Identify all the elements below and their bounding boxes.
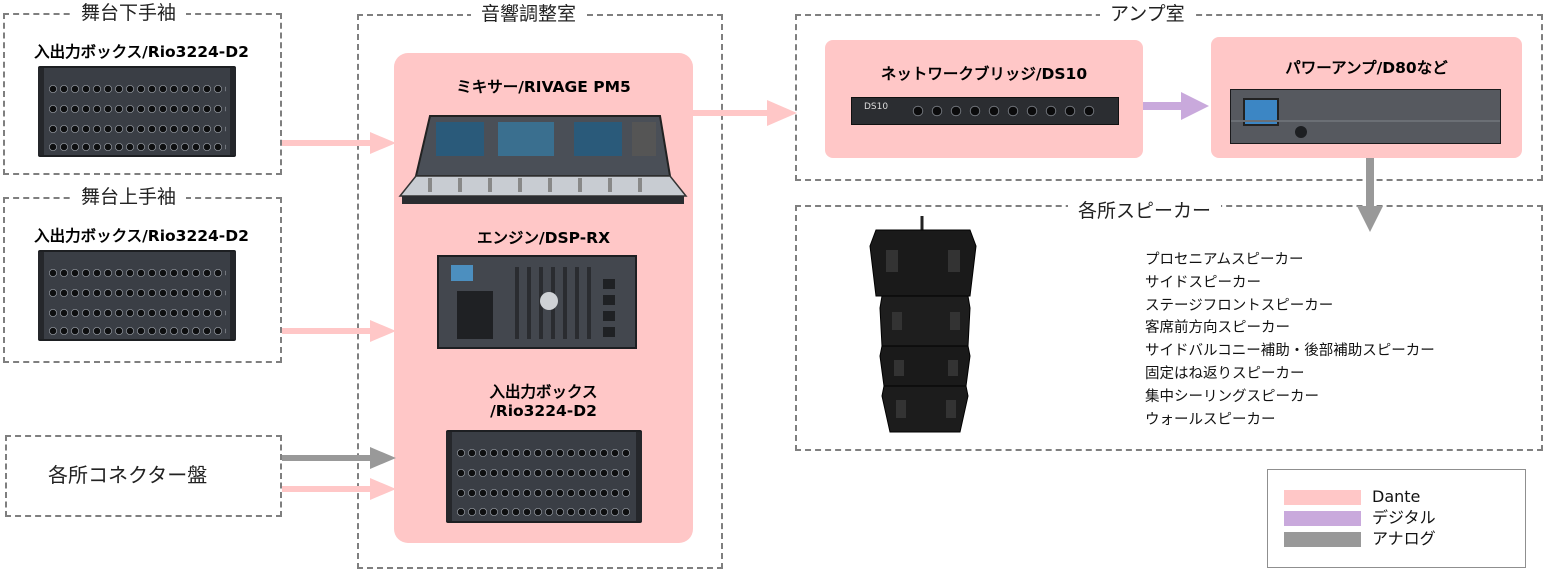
speaker-item: 客席前方向スピーカー [1145, 320, 1290, 337]
arrow-bridge-to-amp [1143, 92, 1209, 120]
upstage-io-caption: 入出力ボックス/Rio3224-D2 [34, 227, 249, 245]
speaker-item: ウォールスピーカー [1145, 411, 1276, 428]
engine-caption: エンジン/DSP-RX [476, 229, 611, 247]
speaker-item: 固定はね返りスピーカー [1145, 365, 1305, 382]
legend-label-dante: Dante [1372, 487, 1421, 506]
arrow-control-to-amp-room [693, 100, 797, 126]
speaker-item: サイドバルコニー補助・後部補助スピーカー [1145, 343, 1435, 360]
d80-amp-image [1230, 89, 1501, 144]
legend-label-analog: アナログ [1372, 529, 1436, 548]
center-rio-image [446, 430, 642, 523]
speakers-title: 各所スピーカー [1068, 200, 1222, 222]
downstage-wing-title: 舞台下手袖 [71, 2, 187, 24]
mixer-caption: ミキサー/RIVAGE PM5 [456, 78, 631, 96]
amp-caption: パワーアンプ/D80など [1285, 59, 1448, 77]
connector-panel-box [5, 435, 282, 517]
speaker-item: ステージフロントスピーカー [1145, 297, 1334, 314]
arrow-downstage-to-control [282, 132, 396, 154]
speaker-item: プロセニアムスピーカー [1145, 252, 1304, 268]
legend-swatch-dante [1284, 490, 1361, 505]
ds10-model-label: DS10 [864, 102, 889, 112]
arrow-amp-to-speakers [1357, 158, 1383, 232]
ds10-image: DS10 [851, 97, 1119, 125]
downstage-rio-image [38, 66, 236, 157]
connector-panel-title: 各所コネクター盤 [48, 463, 208, 487]
speaker-list: プロセニアムスピーカー サイドスピーカー ステージフロントスピーカー 客席前方向… [1145, 249, 1435, 431]
upstage-wing-title: 舞台上手袖 [71, 186, 187, 208]
bridge-caption: ネットワークブリッジ/DS10 [880, 65, 1088, 83]
legend-swatch-digital [1284, 511, 1361, 526]
legend-label-digital: デジタル [1372, 508, 1436, 527]
speaker-item: サイドスピーカー [1145, 274, 1261, 291]
arrow-upstage-to-control [282, 320, 396, 342]
speaker-item: 集中シーリングスピーカー [1145, 388, 1319, 405]
mixer-console-image [398, 115, 688, 204]
center-io-caption-line2: /Rio3224-D2 [490, 402, 597, 420]
amp-room-title: アンプ室 [1100, 3, 1195, 25]
upstage-rio-image [38, 250, 236, 341]
control-room-title: 音響調整室 [471, 3, 587, 25]
center-io-caption-line1: 入出力ボックス [489, 383, 598, 401]
legend: Dante デジタル アナログ [1267, 469, 1526, 568]
engine-dsp-rx-image [437, 255, 637, 349]
downstage-io-caption: 入出力ボックス/Rio3224-D2 [34, 43, 249, 61]
arrow-connector-analog [282, 447, 396, 469]
legend-swatch-analog [1284, 532, 1361, 547]
line-array-speaker-image [869, 216, 977, 433]
arrow-connector-dante [282, 478, 396, 500]
